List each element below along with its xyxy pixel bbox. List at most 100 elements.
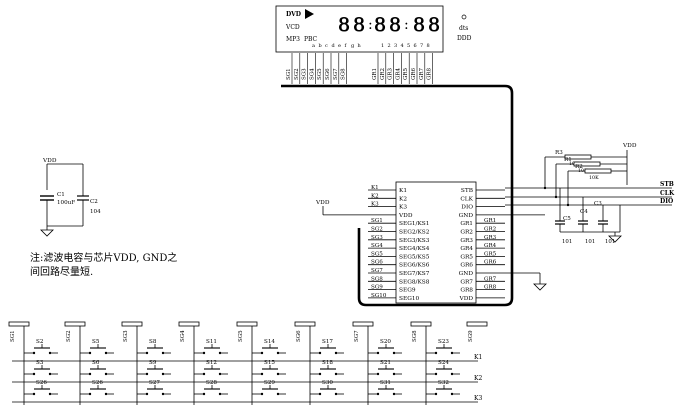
- c2-label: C2: [90, 199, 98, 205]
- ic-left-net-SG4: SG4: [371, 243, 383, 249]
- switch-S14-r1c5-pin-a: [260, 351, 264, 355]
- ic-right-net-GR1: GR1: [484, 218, 496, 224]
- ic-right-pin-11: GR7: [460, 279, 473, 285]
- key-col-marker-7: [410, 321, 432, 327]
- switch-S17-r1c6-label: S17: [322, 339, 333, 345]
- ic-left-pin-11: SEG8/KS8: [399, 279, 430, 285]
- switch-S23-r1c8-pin-a: [434, 351, 438, 355]
- switch-S5-r1c2-pin-b: [104, 351, 108, 355]
- key-row-label-K3: K3: [474, 395, 482, 402]
- switch-S12-r2c4-pin-a: [202, 372, 206, 376]
- switch-S23-r1c8-pin-b: [450, 351, 454, 355]
- key-col-marker-0: [8, 321, 30, 327]
- lcd-grid-index-3: 3: [394, 43, 397, 49]
- display-grid-pin-GR6: GR6: [411, 67, 417, 80]
- key-col-marker-5: [294, 321, 316, 327]
- play-icon: [305, 9, 314, 19]
- ic-left-pin-7: SEG4/KS4: [399, 246, 430, 252]
- switch-S28-r3c4-label: S28: [206, 380, 217, 386]
- switch-S3-r2c1-pin-b: [48, 372, 52, 376]
- ic-right-net-GR3: GR3: [484, 235, 497, 241]
- lcd-label-dts: dts: [459, 25, 468, 32]
- cap-value-C4: 101: [585, 239, 595, 245]
- switch-S30-r3c6-pin-b: [334, 392, 338, 396]
- display-grid-pin-GR1: GR1: [372, 68, 378, 80]
- switch-S30-r3c6-pin-a: [318, 392, 322, 396]
- ic-left-net-SG3: SG3: [371, 235, 383, 241]
- ic-left-pin-8: SEG5/KS5: [399, 254, 430, 260]
- display-grid-pin-GR3: GR3: [388, 67, 394, 80]
- ground-filter: [40, 229, 54, 237]
- switch-S15-r2c5-pin-b: [276, 372, 280, 376]
- switch-S29-r3c5-label: S29: [264, 380, 275, 386]
- filter-vdd-label: VDD: [42, 158, 57, 164]
- lcd-label-pbc: PBC: [304, 36, 318, 43]
- display-grid-pin-GR4: GR4: [395, 67, 401, 80]
- ic-left-net-K3: K3: [371, 202, 379, 208]
- ic-left-net-SG9: SG9: [371, 285, 383, 291]
- cap-value-C3: 101: [605, 239, 615, 245]
- ic-right-net-GR2: GR2: [484, 227, 497, 233]
- resistor-label-R1: R1: [564, 157, 572, 163]
- key-col-label-SG8: SG8: [412, 330, 418, 342]
- junction-STB: [543, 186, 547, 190]
- ic-left-pin-12: SEG9: [399, 288, 416, 294]
- lcd-label-mp3: MP3: [286, 36, 300, 43]
- ic-right-net-GR4: GR4: [484, 243, 497, 249]
- lcd-grid-index-6: 6: [414, 43, 417, 49]
- cap-value-C5: 101: [562, 239, 572, 245]
- key-col-label-SG1: SG1: [10, 330, 16, 342]
- switch-S32-r3c8-label: S32: [438, 380, 449, 386]
- switch-S24-r2c8-label: S24: [438, 360, 449, 366]
- ic-right-pin-12: GR8: [460, 288, 473, 294]
- ground-caps: [608, 235, 622, 243]
- switch-S24-r2c8-pin-a: [434, 372, 438, 376]
- c2-value: 104: [90, 209, 101, 215]
- display-seg-pin-SG1: SG1: [286, 68, 292, 80]
- lcd-grid-index-2: 2: [388, 43, 391, 49]
- lcd-digit-2: 8: [353, 14, 365, 36]
- lcd-label-ddd: DDD: [457, 35, 472, 42]
- ic-left-pin-3: VDD: [398, 213, 413, 219]
- ic-right-pin-0: STB: [461, 188, 473, 194]
- switch-S17-r1c6-pin-b: [334, 351, 338, 355]
- ic-left-pin-9: SEG6/KS6: [399, 263, 430, 269]
- switch-S17-r1c6-pin-a: [318, 351, 322, 355]
- output-label-STB: STB: [660, 181, 674, 188]
- ic-left-pin-10: SEG7/KS7: [399, 271, 430, 277]
- key-col-marker-1: [64, 321, 86, 327]
- lcd-digit-5: 8: [413, 14, 425, 36]
- switch-S3-r2c1-label: S3: [36, 360, 44, 366]
- switch-S31-r3c7-pin-b: [392, 392, 396, 396]
- lcd-seg-index-b: b: [319, 43, 322, 49]
- switch-S15-r2c5-pin-a: [260, 372, 264, 376]
- lcd-grid-index-1: 1: [381, 43, 384, 49]
- switch-S3-r2c1-pin-a: [32, 372, 36, 376]
- display-seg-pin-SG6: SG6: [325, 68, 331, 80]
- switch-S30-r3c6-label: S30: [322, 380, 333, 386]
- switch-S9-r2c3-pin-b: [161, 372, 165, 376]
- switch-S29-r3c5-pin-a: [260, 392, 264, 396]
- switch-S26-r3c2-pin-a: [88, 392, 92, 396]
- lcd-digit-6: 8: [428, 14, 440, 36]
- key-col-marker-2: [121, 321, 143, 327]
- lcd-seg-index-e: e: [338, 43, 341, 49]
- switch-S9-r2c3-label: S9: [149, 360, 157, 366]
- ic-right-pin-7: GR4: [460, 246, 473, 252]
- ic-left-net-SG7: SG7: [371, 268, 383, 274]
- ic-right-net-GR7: GR7: [484, 276, 497, 282]
- switch-S27-r3c3-pin-a: [145, 392, 149, 396]
- switch-S32-r3c8-pin-a: [434, 392, 438, 396]
- switch-S31-r3c7-pin-a: [376, 392, 380, 396]
- switch-S12-r2c4-pin-b: [218, 372, 222, 376]
- lcd-colon-1: :: [368, 17, 373, 33]
- junction-CLK: [554, 195, 558, 199]
- ic-left-net-SG5: SG5: [371, 251, 383, 257]
- switch-S32-r3c8-pin-b: [450, 392, 454, 396]
- switch-S20-r1c7-label: S20: [380, 339, 391, 345]
- lcd-seg-index-g: g: [351, 43, 355, 49]
- display-grid-pin-GR5: GR5: [403, 67, 409, 80]
- cap-label-C4: C4: [580, 209, 588, 215]
- display-seg-pin-SG2: SG2: [294, 68, 300, 80]
